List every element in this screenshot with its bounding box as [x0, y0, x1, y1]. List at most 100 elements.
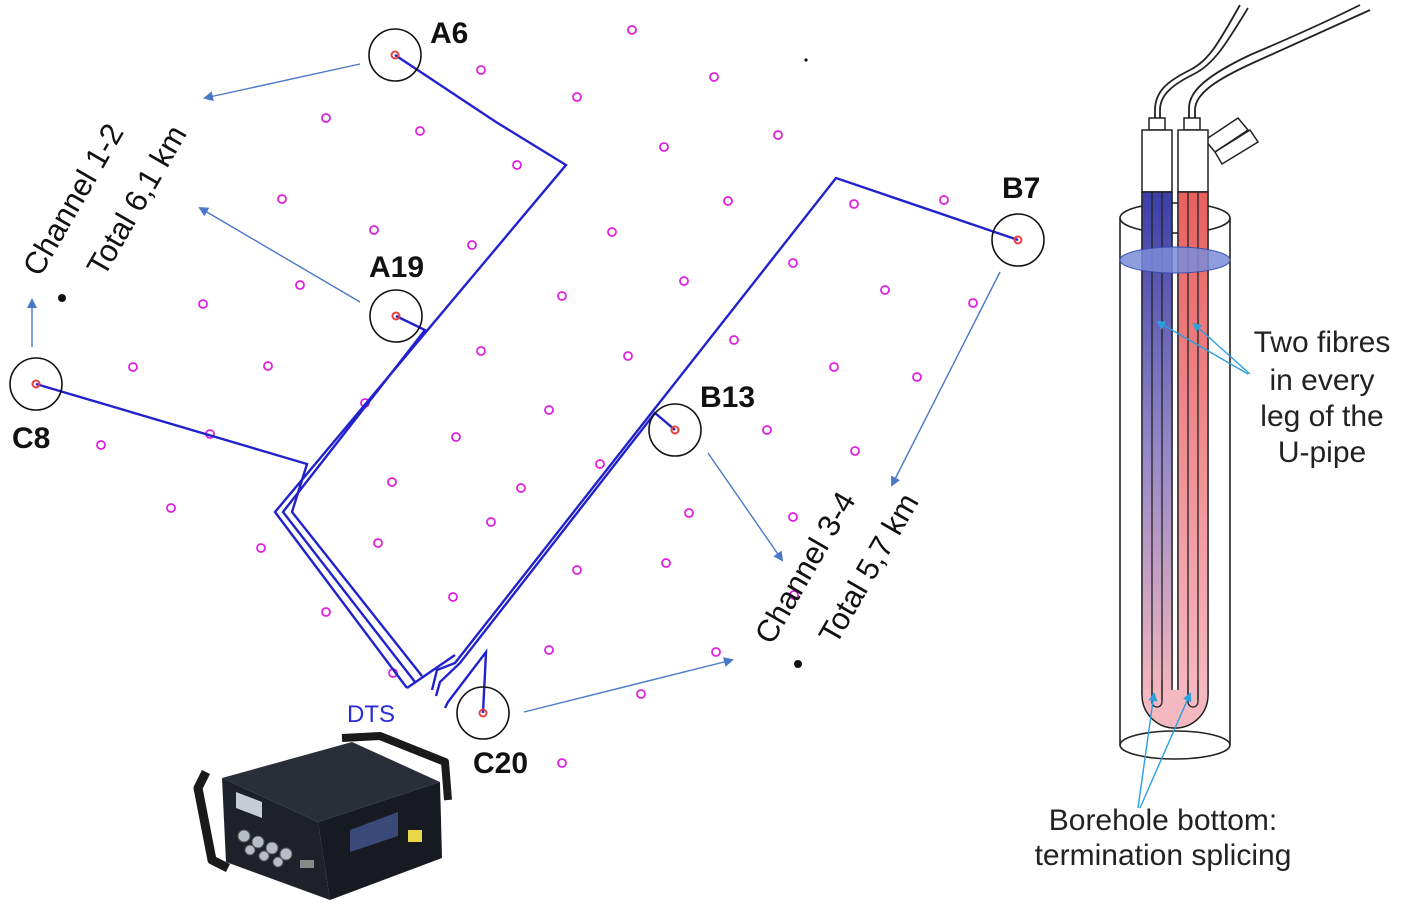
field-borehole-marker: [729, 335, 739, 345]
field-borehole-marker: [684, 508, 694, 518]
field-borehole-marker: [321, 113, 331, 123]
fibre-splice: [1151, 680, 1163, 708]
cable-c8: [35, 382, 423, 677]
field-borehole-marker: [277, 194, 287, 204]
callout-fibres-1: [1156, 320, 1249, 375]
field-borehole-marker: [939, 195, 949, 205]
fibres-note-line: in every: [1269, 364, 1374, 397]
bottom-note-line: Borehole bottom:: [1049, 804, 1277, 837]
field-borehole-marker: [544, 645, 554, 655]
fibres-note: Two fibres in every leg of the U-pipe: [1254, 326, 1391, 469]
instrument-label-sticker: [408, 830, 422, 842]
field-borehole-marker: [627, 25, 637, 35]
cable-a6: [273, 54, 568, 689]
field-borehole-marker: [968, 298, 978, 308]
field-borehole-marker: [849, 199, 859, 209]
field-borehole-marker: [880, 285, 890, 295]
field-borehole-marker: [467, 240, 477, 250]
handle-left: [193, 769, 231, 873]
field-borehole-marker: [762, 425, 772, 435]
channel-3-4-label: Channel 3-4 Total 5,7 km: [748, 486, 926, 668]
borehole-c8: C8: [9, 357, 63, 455]
cable-a19: [281, 314, 427, 683]
fibre-lead-right: [1188, 4, 1361, 128]
field-borehole-marker: [198, 299, 208, 309]
u-pipe-illustration: [1119, 4, 1371, 760]
field-borehole-marker: [321, 607, 331, 617]
field-borehole-marker: [448, 592, 458, 602]
handle-right: [341, 732, 452, 801]
field-borehole-marker: [788, 512, 798, 522]
dts-instrument: [193, 732, 452, 900]
field-borehole-marker: [711, 647, 721, 657]
arrow-a6: [203, 63, 361, 102]
field-borehole-marker: [829, 362, 839, 372]
label-a6: A6: [430, 17, 468, 50]
field-borehole-marker: [773, 130, 783, 140]
field-borehole-marker: [166, 503, 176, 513]
field-borehole-marker: [572, 565, 582, 575]
pipe-leg-top-right: [1177, 129, 1209, 193]
fibre-cable-routes: [35, 54, 1019, 714]
borehole-markers: [96, 25, 978, 768]
cable-bundle: [406, 654, 456, 689]
u-pipe-leg-blue: [1141, 191, 1173, 693]
field-borehole-marker: [709, 72, 719, 82]
u-pipe-leg-red: [1177, 191, 1209, 693]
callout-arrows: [1137, 320, 1251, 809]
pipe-stub: [1203, 117, 1250, 153]
callout-fibres-2: [1192, 322, 1251, 375]
field-borehole-marker: [679, 276, 689, 286]
label-b13: B13: [700, 381, 755, 414]
fibres-note-line: Two fibres: [1254, 326, 1391, 359]
cable-c20: [443, 648, 488, 714]
borehole-a19: A19: [369, 251, 424, 343]
field-borehole-marker: [486, 517, 496, 527]
instrument-port: [300, 860, 314, 868]
field-borehole-marker: [636, 689, 646, 699]
bullet-dot: [794, 660, 802, 668]
bullet-dot: [58, 294, 66, 302]
label-c8: C8: [12, 422, 50, 455]
instrument-display: [236, 792, 262, 818]
bottom-note-line: termination splicing: [1035, 839, 1292, 872]
field-borehole-marker: [595, 459, 605, 469]
field-borehole-marker: [373, 538, 383, 548]
field-borehole-marker: [661, 558, 671, 568]
field-borehole-marker: [544, 405, 554, 415]
stray-dot: [804, 58, 808, 62]
field-borehole-marker: [476, 346, 486, 356]
field-borehole-marker: [256, 543, 266, 553]
fibre-lead-right-2: [1194, 9, 1371, 128]
field-borehole-marker: [369, 225, 379, 235]
casing-bottom: [1119, 730, 1231, 760]
field-borehole-marker: [607, 227, 617, 237]
field-borehole-marker: [96, 440, 106, 450]
borehole-c20: C20: [456, 686, 528, 780]
field-borehole-marker: [512, 160, 522, 170]
callout-bottom-2: [1139, 692, 1192, 809]
bottom-note: Borehole bottom: termination splicing: [1035, 804, 1292, 872]
channel-1-2-label: Channel 1-2 Total 6,1 km: [16, 118, 194, 302]
arrow-b7: [891, 271, 1001, 487]
field-borehole-marker: [557, 758, 567, 768]
borehole-b13: B13: [648, 381, 755, 457]
borehole-a6: A6: [368, 17, 468, 82]
pipe-leg-top-left: [1141, 129, 1173, 193]
field-borehole-marker: [623, 351, 633, 361]
dts-label: DTS: [347, 701, 395, 728]
field-borehole-marker: [415, 126, 425, 136]
borehole-b7: B7: [991, 172, 1045, 267]
pipe-stub-2: [1213, 128, 1260, 166]
arrow-a19: [198, 206, 361, 303]
fibre-lead-left: [1154, 4, 1241, 128]
fibre-connector-right: [1183, 117, 1201, 131]
channel-arrows: [27, 63, 1001, 713]
field-borehole-marker: [451, 432, 461, 442]
label-a19: A19: [369, 251, 424, 284]
cable-b7: [430, 176, 1019, 691]
field-borehole-marker: [723, 196, 733, 206]
fibres-note-line: leg of the: [1260, 400, 1383, 433]
field-borehole-marker: [572, 92, 582, 102]
